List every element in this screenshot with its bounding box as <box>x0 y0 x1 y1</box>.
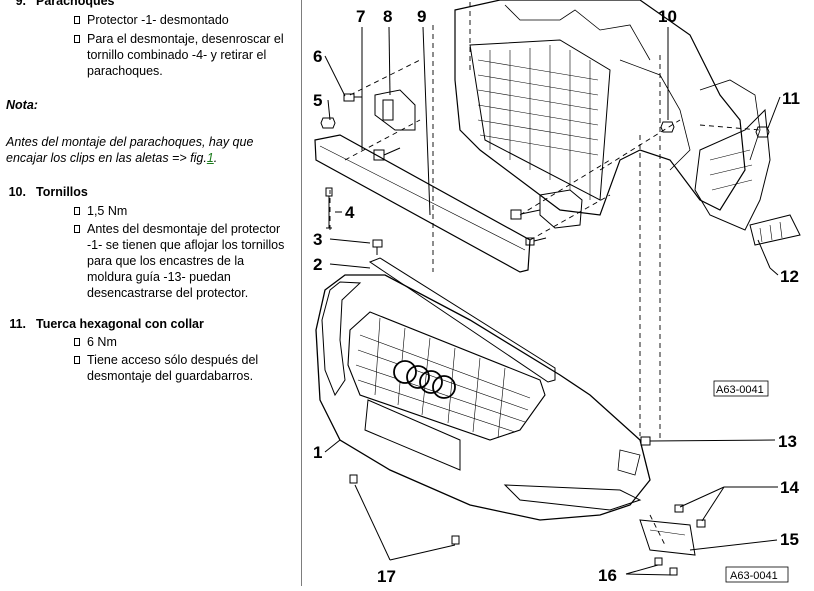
note-text: Antes del montaje del parachoques, hay q… <box>6 135 254 165</box>
callout-leader-lines <box>324 26 781 576</box>
item-10-bullet-1: 1,5 Nm <box>74 203 294 219</box>
item-11-title: Tuerca hexagonal con collar <box>36 317 204 331</box>
grille-trim <box>368 257 556 383</box>
checkbox-bullet-icon <box>74 356 80 364</box>
impact-bar <box>314 134 531 273</box>
instruction-text-panel: 9. Parachoques Protector -1- desmontado P… <box>0 0 300 586</box>
fender-liner <box>694 108 771 231</box>
item-9-bullet-1: Protector -1- desmontado <box>74 12 294 28</box>
item-11-bullet-2: Tiene acceso sólo después del desmontaje… <box>74 352 274 384</box>
checkbox-bullet-icon <box>74 35 80 43</box>
item-10-heading: 10. Tornillos <box>0 185 88 199</box>
code-label-upper: A63-0041 <box>716 384 764 396</box>
checkbox-bullet-icon <box>74 338 80 346</box>
callout-6: 6 <box>313 47 322 66</box>
grille-mesh <box>355 317 531 439</box>
item-10-number: 10. <box>8 185 26 199</box>
reference-code-label-bottom: A63-0041 <box>725 566 789 583</box>
figure-link[interactable]: 1 <box>206 151 214 165</box>
callout-14: 14 <box>780 478 799 497</box>
item-11-bullet-1: 6 Nm <box>74 334 294 350</box>
bumper-assembly-illustration: 1 2 3 4 5 6 7 8 9 10 11 12 13 14 15 16 1… <box>313 0 801 586</box>
assembly-guide-lines <box>329 2 761 546</box>
side-bracket <box>639 519 696 556</box>
callout-numbers: 1 2 3 4 5 6 7 8 9 10 11 12 13 14 15 16 1… <box>313 7 800 586</box>
callout-2: 2 <box>313 255 322 274</box>
audi-rings-emblem-icon <box>393 360 456 399</box>
item-10-bullet-2: Antes del desmontaje del protector -1- s… <box>74 221 288 301</box>
exploded-parts-diagram: 1 2 3 4 5 6 7 8 9 10 11 12 13 14 15 16 1… <box>302 0 814 586</box>
reference-code-label: A63-0041 <box>713 380 769 397</box>
checkbox-bullet-icon <box>74 225 80 233</box>
callout-3: 3 <box>313 230 322 249</box>
callout-13: 13 <box>778 432 797 451</box>
callout-1: 1 <box>313 443 322 462</box>
callout-15: 15 <box>780 530 799 549</box>
item-11-number: 11. <box>9 317 26 331</box>
item-9-bullet-2: Para el desmontaje, desenroscar el torni… <box>74 31 296 79</box>
mounting-bracket <box>374 89 583 229</box>
guide-molding <box>749 214 801 246</box>
checkbox-bullet-icon <box>74 207 80 215</box>
callout-11: 11 <box>782 89 800 108</box>
item-10-title: Tornillos <box>36 185 88 199</box>
callout-9: 9 <box>417 7 426 26</box>
code-label-lower: A63-0041 <box>730 570 778 582</box>
radiator-carrier <box>454 0 761 216</box>
callout-12: 12 <box>780 267 799 286</box>
note-title: Nota: <box>6 98 38 112</box>
item-9-heading: 9. Parachoques <box>0 0 115 8</box>
callout-4: 4 <box>345 203 355 222</box>
callout-8: 8 <box>383 7 392 26</box>
callout-7: 7 <box>356 7 365 26</box>
callout-16: 16 <box>598 566 617 585</box>
item-11-heading: 11. Tuerca hexagonal con collar <box>0 317 204 331</box>
item-9-number: 9. <box>15 0 26 8</box>
callout-10: 10 <box>658 7 677 26</box>
panel-divider <box>301 0 302 586</box>
callout-17: 17 <box>377 567 396 586</box>
bumper-cover <box>315 274 651 521</box>
callout-5: 5 <box>313 91 322 110</box>
item-9-title: Parachoques <box>36 0 115 8</box>
checkbox-bullet-icon <box>74 16 80 24</box>
